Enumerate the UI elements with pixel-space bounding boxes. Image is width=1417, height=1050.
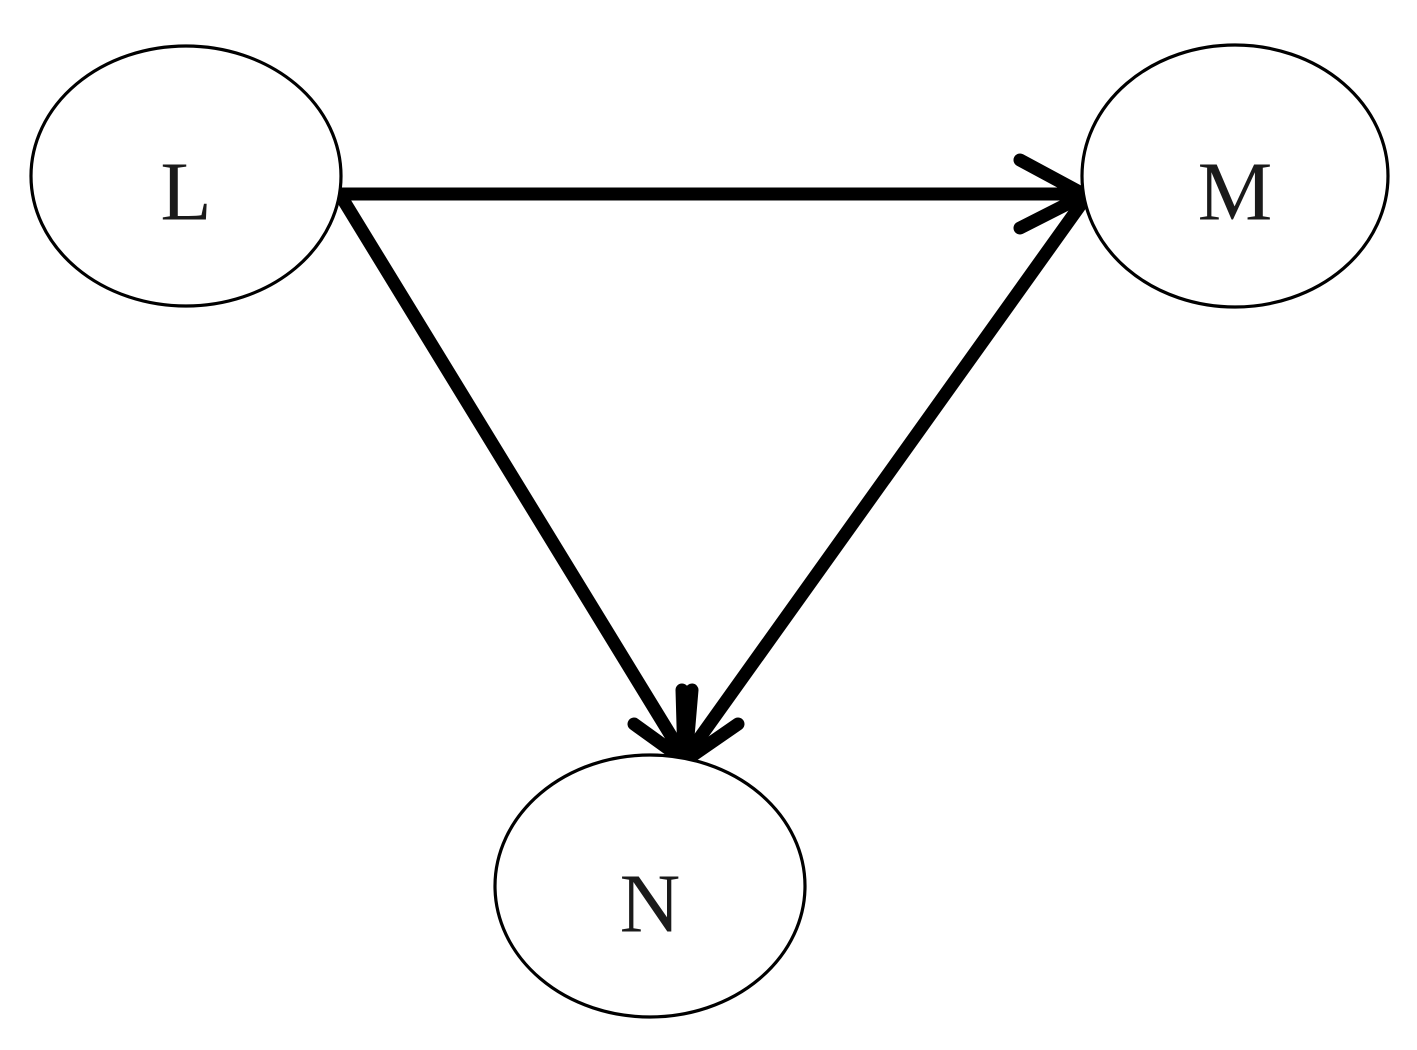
node-m-label: M: [1198, 145, 1273, 238]
edge-m-to-n[interactable]: [679, 196, 1090, 767]
node-m[interactable]: M: [1080, 43, 1390, 309]
node-m-ellipse: [1080, 43, 1390, 309]
node-n-label: N: [620, 857, 681, 950]
edge-l-to-n[interactable]: [333, 189, 691, 767]
edge-l-to-n-shaft: [333, 189, 690, 761]
node-l-ellipse: [29, 44, 343, 308]
node-n[interactable]: N: [493, 753, 807, 1019]
node-n-ellipse: [493, 753, 807, 1019]
edge-l-to-m[interactable]: [338, 153, 1092, 235]
node-l-label: L: [160, 145, 211, 238]
node-l[interactable]: L: [29, 44, 343, 308]
edge-m-to-n-shaft: [680, 196, 1090, 761]
